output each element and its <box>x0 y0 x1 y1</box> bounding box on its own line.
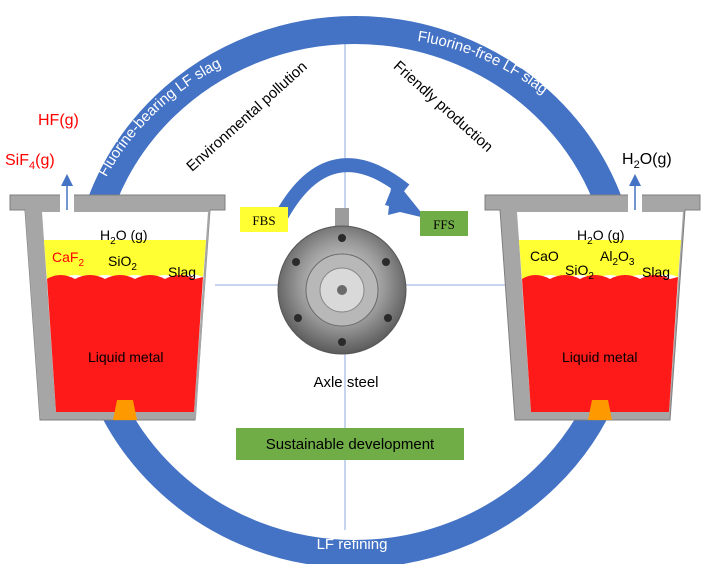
right-water-vapor: H2O (g) <box>577 227 625 247</box>
curved-arrow-head <box>385 178 425 218</box>
left-gas-sif4: SiF4(g) <box>5 152 55 172</box>
right-cao: CaO <box>530 248 559 264</box>
right-slag-label: Slag <box>642 264 670 280</box>
fbs-box <box>240 207 288 232</box>
ring-label-fluorine-free: Fluorine-free LF slag <box>416 28 550 98</box>
curved-transition-arrow <box>275 158 410 219</box>
left-liquid-metal <box>47 275 203 412</box>
left-slag-label: Slag <box>168 264 196 280</box>
sustainable-development-label: Sustainable development <box>266 436 435 453</box>
left-sio2: SiO2 <box>108 253 137 273</box>
left-water-vapor: H2O (g) <box>100 227 148 247</box>
right-slag-layer <box>519 240 681 279</box>
ffs-label: FFS <box>433 217 455 232</box>
right-gas-h2o: H2O(g) <box>622 151 672 171</box>
left-slag-layer <box>44 240 206 279</box>
right-al2o3: Al2O3 <box>600 248 635 268</box>
ring-label-lf-refining: LF refining <box>317 536 388 553</box>
axle-steel-label: Axle steel <box>313 374 378 391</box>
left-bottom-plug <box>113 400 137 420</box>
fbs-label: FBS <box>252 213 275 228</box>
right-metal-label: Liquid metal <box>562 349 638 365</box>
left-caf2: CaF2 <box>52 249 84 269</box>
left-gas-hf: HF(g) <box>38 112 79 129</box>
right-bottom-plug <box>588 400 612 420</box>
left-metal-label: Liquid metal <box>88 349 164 365</box>
left-ladle <box>9 188 226 421</box>
ffs-box <box>420 211 468 236</box>
axle-steel-image <box>277 208 407 355</box>
right-liquid-metal <box>522 275 678 412</box>
right-sio2: SiO2 <box>565 262 594 282</box>
right-ladle <box>484 188 701 421</box>
sustainable-development-box <box>236 428 464 460</box>
